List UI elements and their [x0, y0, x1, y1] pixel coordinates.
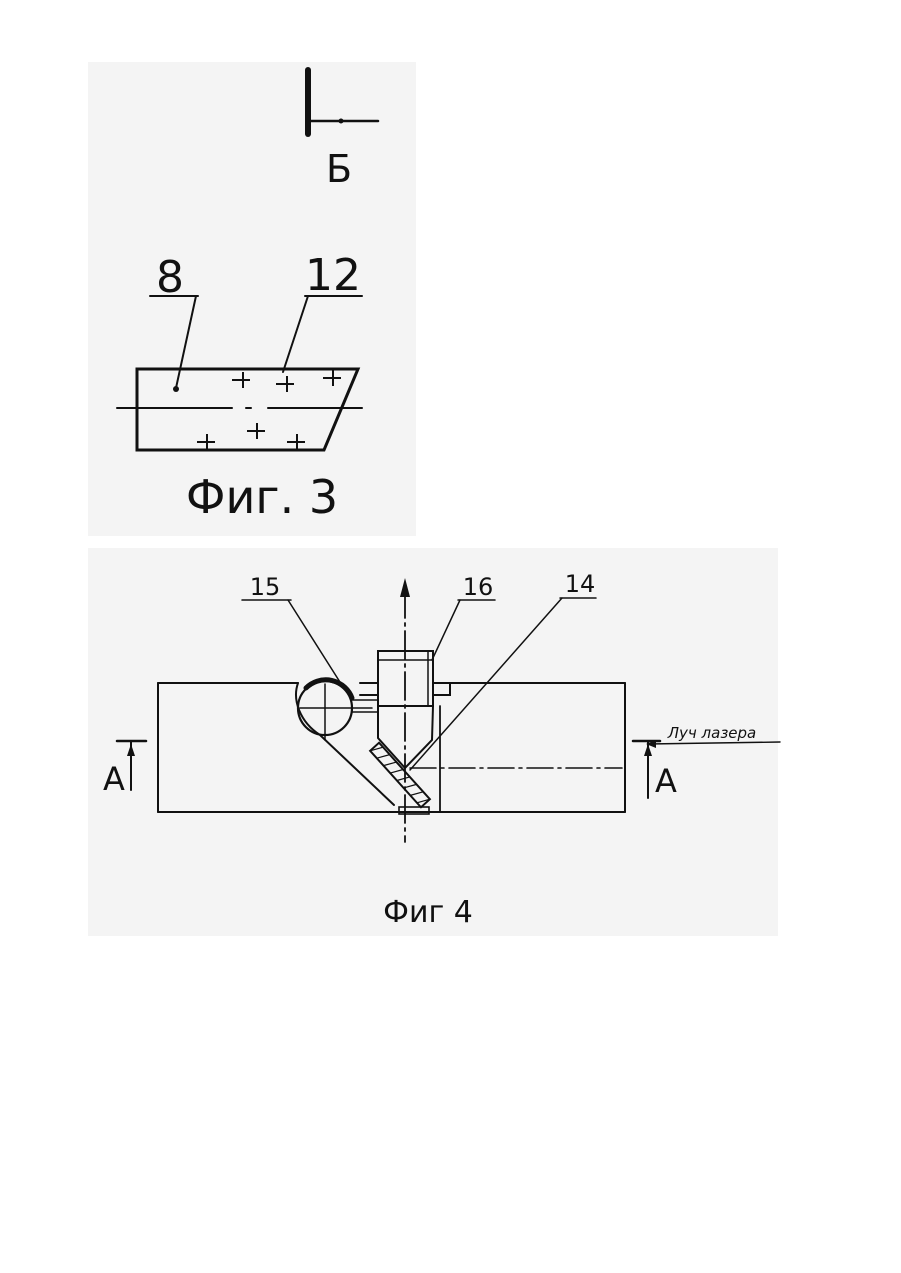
fig4-caption: Фиг 4 — [383, 895, 473, 930]
cross-mark — [197, 434, 215, 450]
leader-12 — [283, 296, 308, 372]
label-16: 16 — [463, 573, 494, 601]
label-15: 15 — [250, 573, 281, 601]
label-12: 12 — [305, 250, 361, 301]
cross-mark — [323, 370, 341, 386]
label-14: 14 — [565, 570, 596, 598]
section-left-letter: A — [103, 760, 125, 798]
leader-8 — [176, 296, 196, 388]
section-letter: Б — [326, 147, 352, 191]
figure-3: 8 12 Фиг. 3 — [117, 250, 362, 524]
cross-mark — [232, 372, 250, 388]
laser-beam-line — [648, 742, 780, 744]
section-arrow-dot — [339, 119, 344, 124]
section-right-letter: A — [655, 762, 677, 800]
section-left-arrowhead — [127, 744, 135, 756]
cross-mark — [287, 434, 305, 450]
figure-4: 15 16 14 A A Луч лазера Фиг 4 — [103, 570, 780, 930]
lens-channel — [352, 700, 378, 712]
beam-up-arrow — [400, 578, 410, 597]
cross-mark — [276, 376, 294, 392]
leader-8-dot — [173, 386, 179, 392]
section-mark: Б — [308, 70, 378, 191]
leader-15 — [288, 600, 345, 690]
fig3-crosses — [197, 370, 341, 450]
cross-mark — [247, 423, 265, 439]
part-8-body — [137, 369, 358, 450]
laser-beam-label: Луч лазера — [667, 724, 756, 742]
fig3-caption: Фиг. 3 — [186, 470, 338, 524]
leader-16 — [432, 600, 460, 660]
